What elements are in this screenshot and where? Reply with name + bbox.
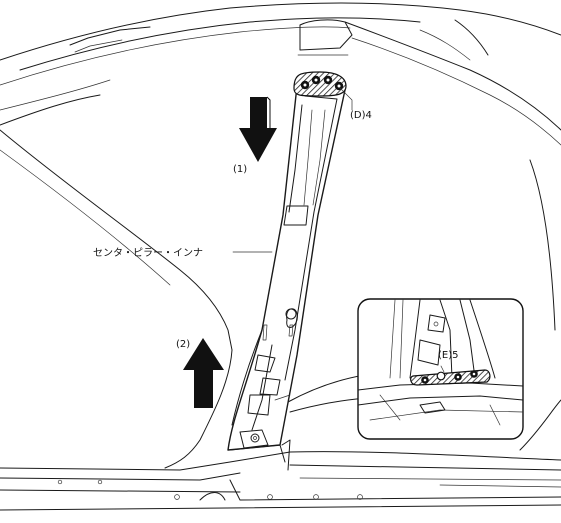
step-2-label: (2) <box>176 339 190 350</box>
callout-d4-label: (D)4 <box>350 110 372 121</box>
side-sill <box>0 451 561 511</box>
clip-group-d4 <box>293 71 347 97</box>
arrow-down-icon <box>239 96 277 162</box>
arrow-up-icon <box>183 338 224 408</box>
inset-detail <box>357 298 524 440</box>
rear-door-opening <box>519 159 561 451</box>
callout-e5-label: (E)5 <box>438 350 458 361</box>
center-pillar-inner <box>227 85 346 471</box>
clip-group-e5 <box>410 365 491 386</box>
step-1-label: (1) <box>233 164 247 175</box>
roof-panel <box>0 2 561 146</box>
front-door-opening <box>0 129 233 469</box>
center-pillar-inner-label: センタ・ピラー・インナ <box>93 247 203 259</box>
